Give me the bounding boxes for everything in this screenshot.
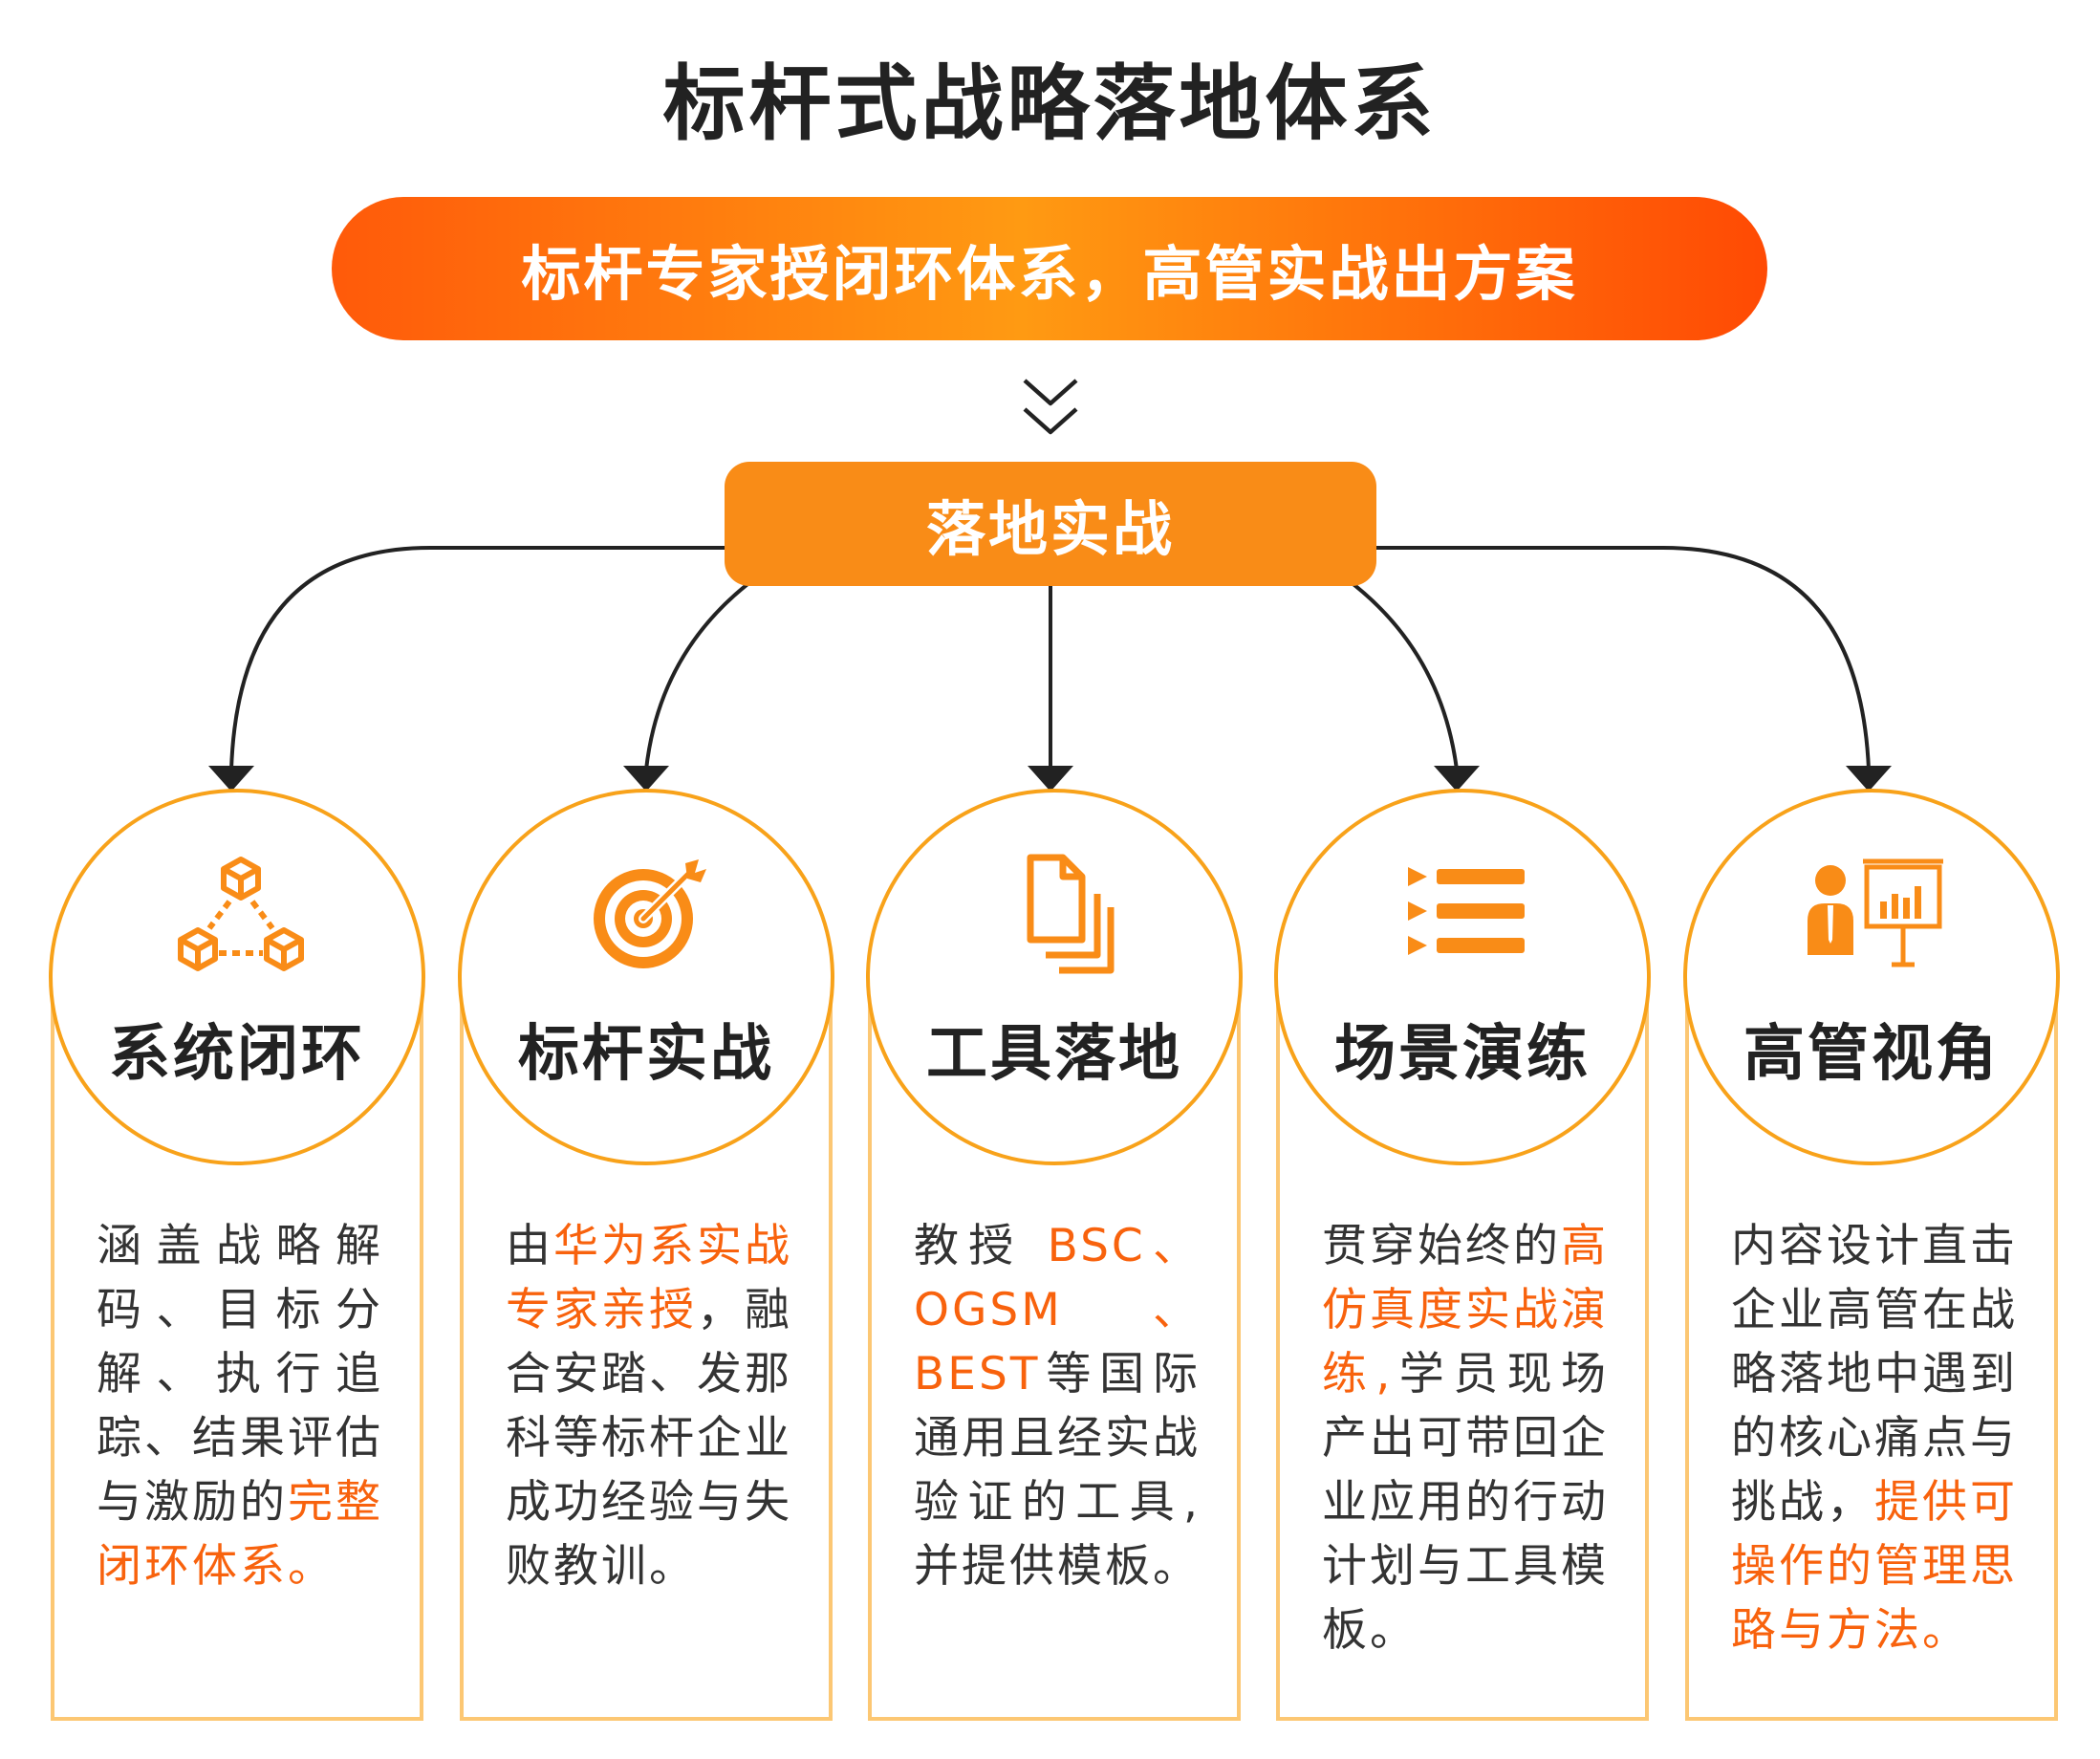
card-circle-executive-view: 高管视角 <box>1683 789 2060 1165</box>
connector-line-1 <box>229 546 725 771</box>
connector-line-2 <box>644 576 757 771</box>
banner-text: 标杆专家授闭环体系，高管实战出方案 <box>521 239 1578 309</box>
hub-label: 落地实战 <box>925 494 1175 564</box>
card-title: 场景演练 <box>1334 1019 1591 1090</box>
arrowhead-5 <box>1846 766 1892 792</box>
card-description: 贯穿始终的高仿真度实战演练,学员现场产出可带回企业应用的行动计划与工具模板。 <box>1322 1220 1609 1657</box>
network-cubes-icon <box>178 857 304 971</box>
arrowhead-4 <box>1434 766 1480 792</box>
card-description: 内容设计直击企业高管在战略落地中遇到的核心痛点与挑战，提供可操作的管理思路与方法… <box>1731 1220 2018 1657</box>
target-dart-icon <box>594 859 706 968</box>
card-circle-benchmark-practice: 标杆实战 <box>458 789 834 1165</box>
list-icon <box>1408 867 1525 955</box>
card-description: 教授 BSC、OGSM、BEST等国际通用且经实战验证的工具,并提供模板。 <box>914 1220 1201 1593</box>
headline-banner: 标杆专家授闭环体系，高管实战出方案 <box>332 197 1767 340</box>
arrowhead-1 <box>208 766 254 792</box>
card-circle-tool-application: 工具落地 <box>866 789 1243 1165</box>
card-circle-scenario-drill: 场景演练 <box>1274 789 1651 1165</box>
page-title: 标杆式战略落地体系 <box>662 56 1438 152</box>
arrowhead-2 <box>623 766 669 792</box>
card-title: 高管视角 <box>1743 1019 2000 1090</box>
documents-icon <box>1027 854 1115 974</box>
card-title: 标杆实战 <box>518 1019 774 1090</box>
presenter-chart-icon <box>1808 858 1943 967</box>
card-circle-system-loop: 系统闭环 <box>49 789 425 1165</box>
card-description: 涵盖战略解码、目标分解、执行追踪、结果评估与激励的完整闭环体系。 <box>97 1220 383 1593</box>
connector-line-5 <box>1376 546 1871 771</box>
connector-line-4 <box>1344 576 1459 771</box>
card-title: 系统闭环 <box>109 1019 365 1090</box>
double-chevron-down-icon <box>1023 379 1078 435</box>
arrowhead-3 <box>1028 766 1073 792</box>
card-description: 由华为系实战专家亲授，融合安踏、发那科等标杆企业成功经验与失败教训。 <box>506 1220 792 1593</box>
card-title: 工具落地 <box>926 1019 1182 1090</box>
hub-box: 落地实战 <box>725 462 1376 586</box>
